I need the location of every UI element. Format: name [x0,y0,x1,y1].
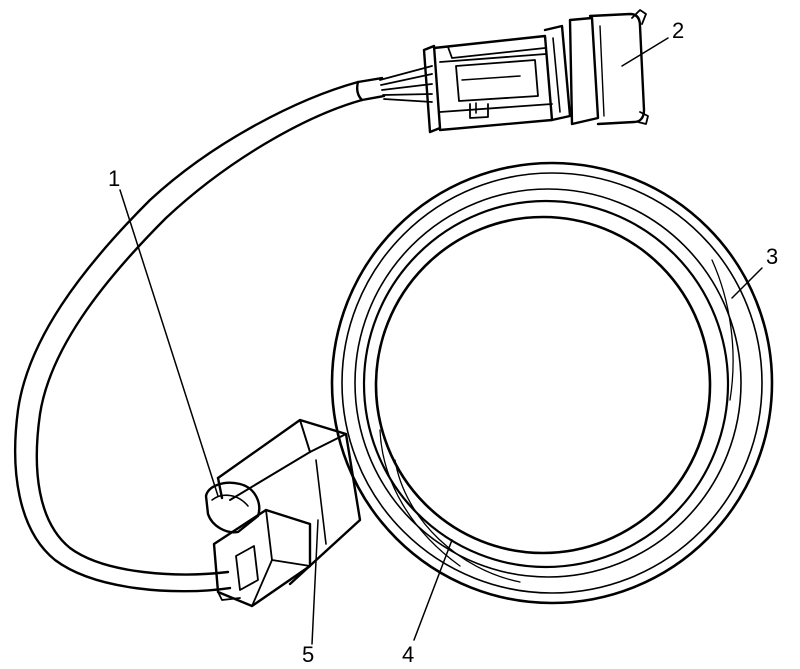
callout-5: 5 [302,642,314,667]
leader-3 [731,267,763,299]
cable [13,65,433,593]
connector [422,9,649,134]
leader-lines [119,37,763,645]
callout-2: 2 [672,18,684,43]
leader-1 [119,189,219,497]
leader-4 [413,539,453,641]
callout-1: 1 [108,166,120,191]
leader-2 [621,37,669,67]
leader-5 [311,519,319,645]
sensor-housing [204,418,362,608]
sensor-ring [330,161,774,605]
callout-3: 3 [766,244,778,269]
callout-4: 4 [402,642,414,667]
callouts: 1 2 3 4 5 [108,18,778,667]
